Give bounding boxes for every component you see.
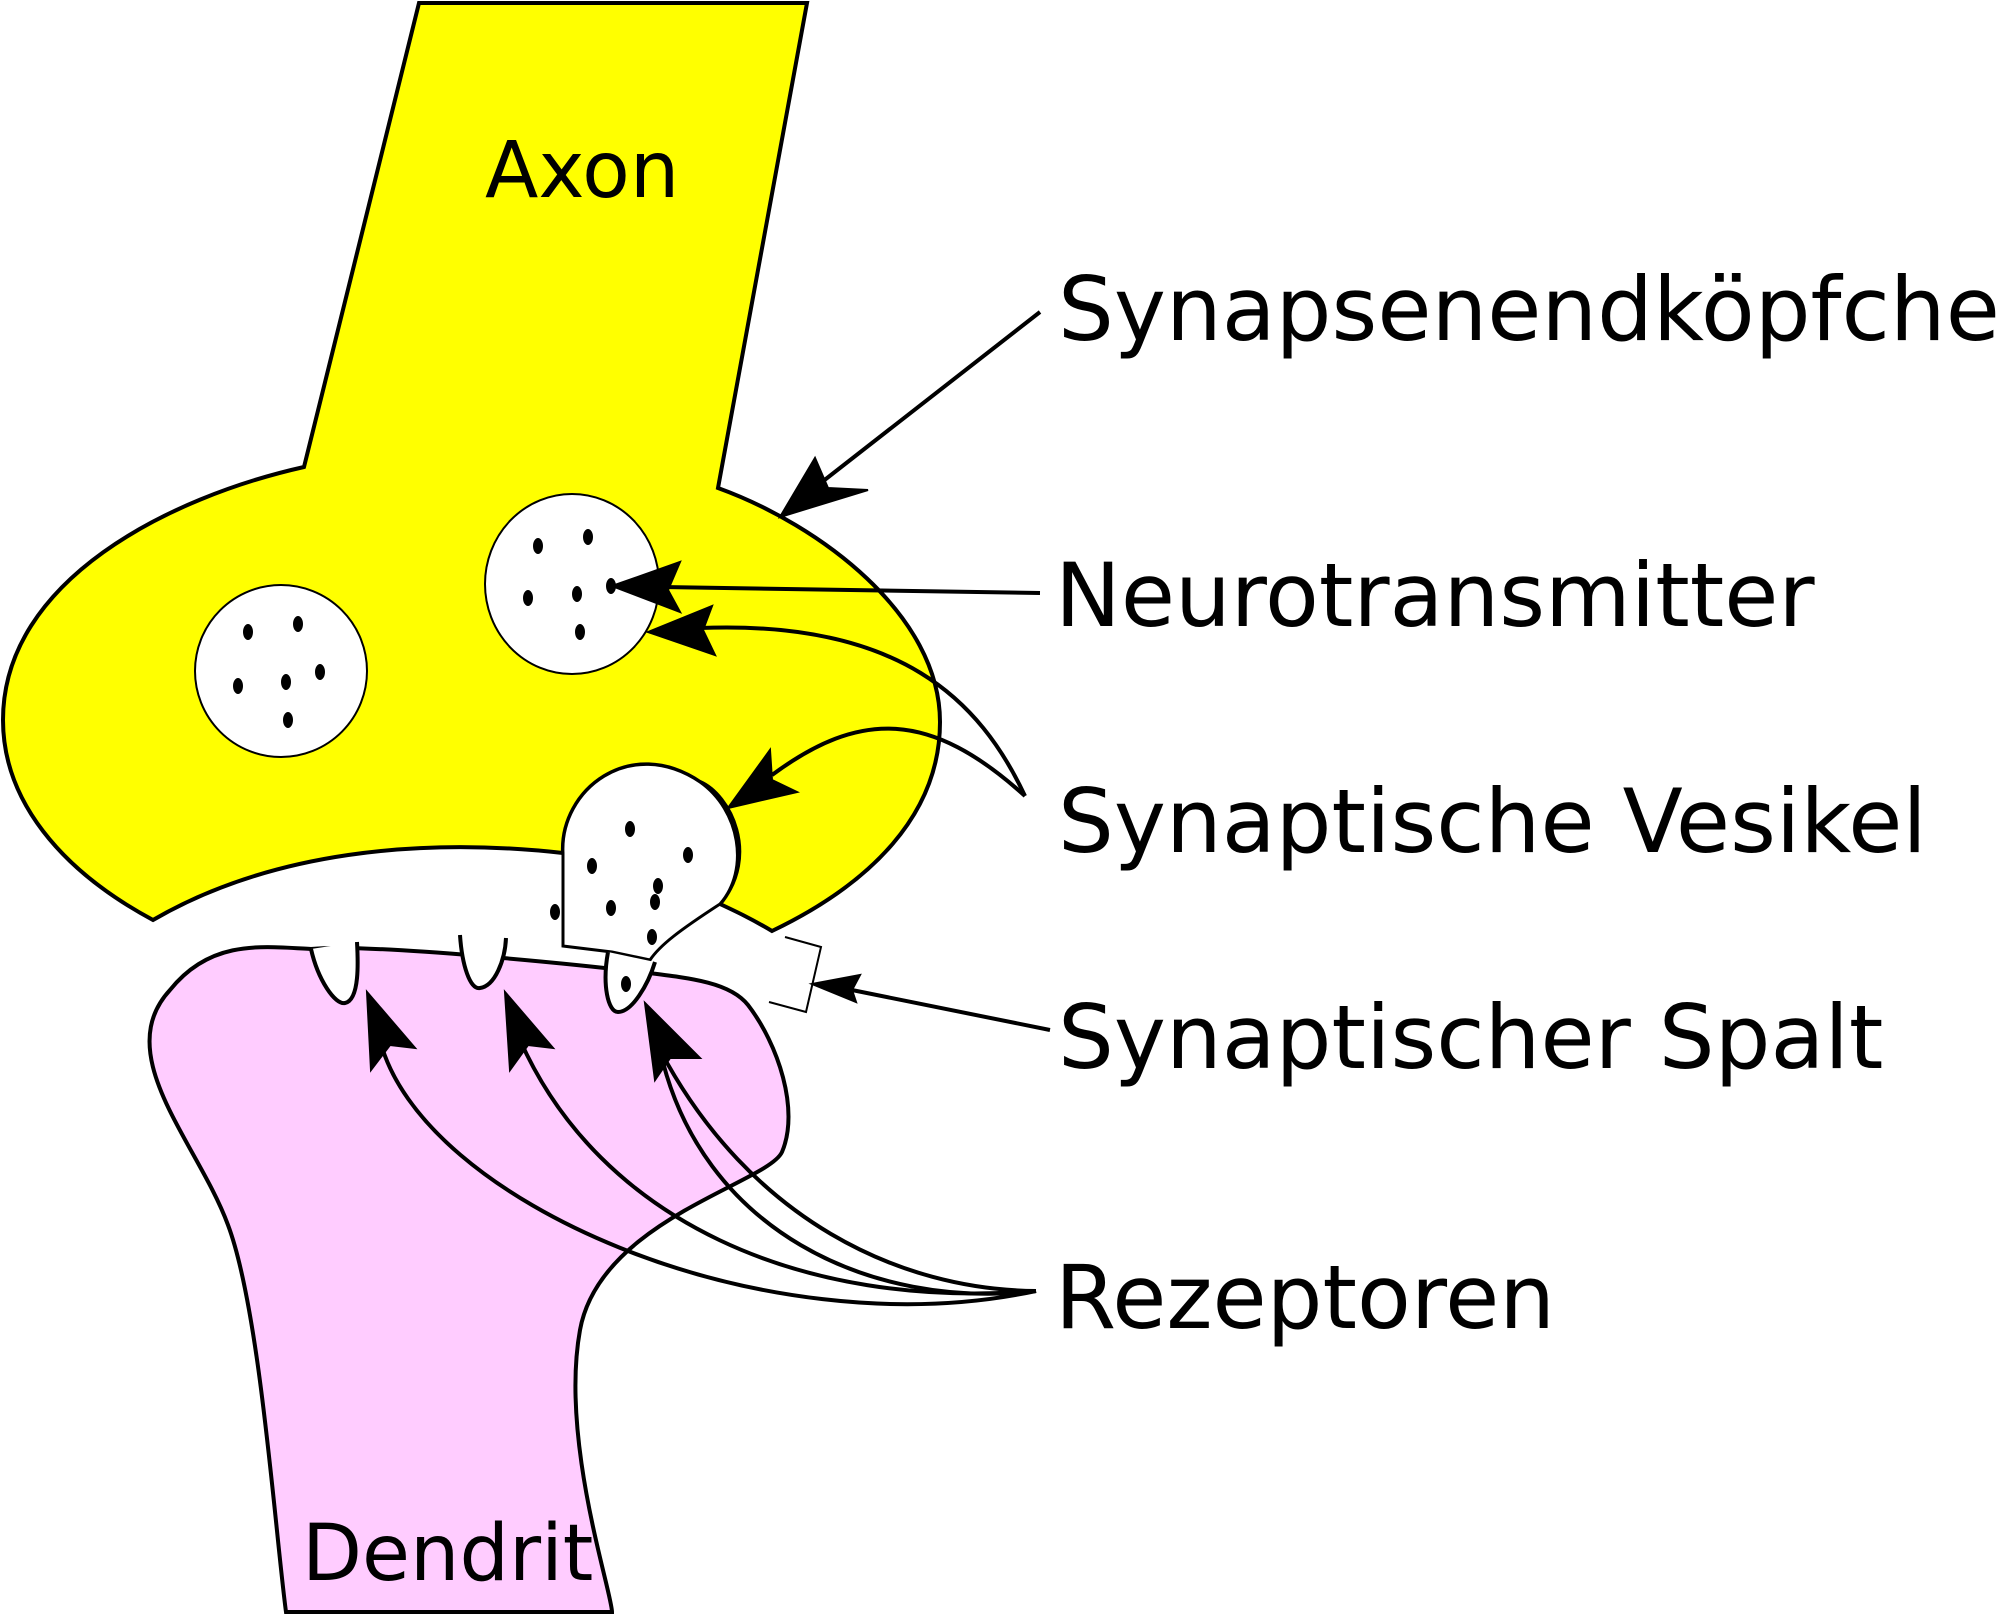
synaptischer-spalt-label: Synaptischer Spalt: [1058, 986, 1883, 1089]
axon-label: Axon: [485, 126, 679, 216]
dendrite-label: Dendrit: [302, 1509, 593, 1599]
rezeptoren-label: Rezeptoren: [1055, 1246, 1555, 1349]
synaptische-vesikel-label: Synaptische Vesikel: [1058, 770, 1927, 873]
neurotransmitter-label: Neurotransmitter: [1055, 544, 1815, 647]
receptor-2: [458, 934, 508, 990]
dendrite-shape: [147, 945, 791, 1614]
synapsenendkoepfchen-label: Synapsenendköpfchen: [1058, 258, 2000, 361]
neurotransmitter-dots: [233, 529, 693, 992]
arrowheads: [365, 455, 869, 1083]
receptor-1: [309, 941, 360, 1005]
synaptic-vesicle-left: [194, 584, 368, 758]
annotation-arrows: [378, 310, 1051, 1307]
axon-terminal-shape: [0, 1, 943, 934]
synaptic-cleft-marker: [768, 936, 823, 1014]
